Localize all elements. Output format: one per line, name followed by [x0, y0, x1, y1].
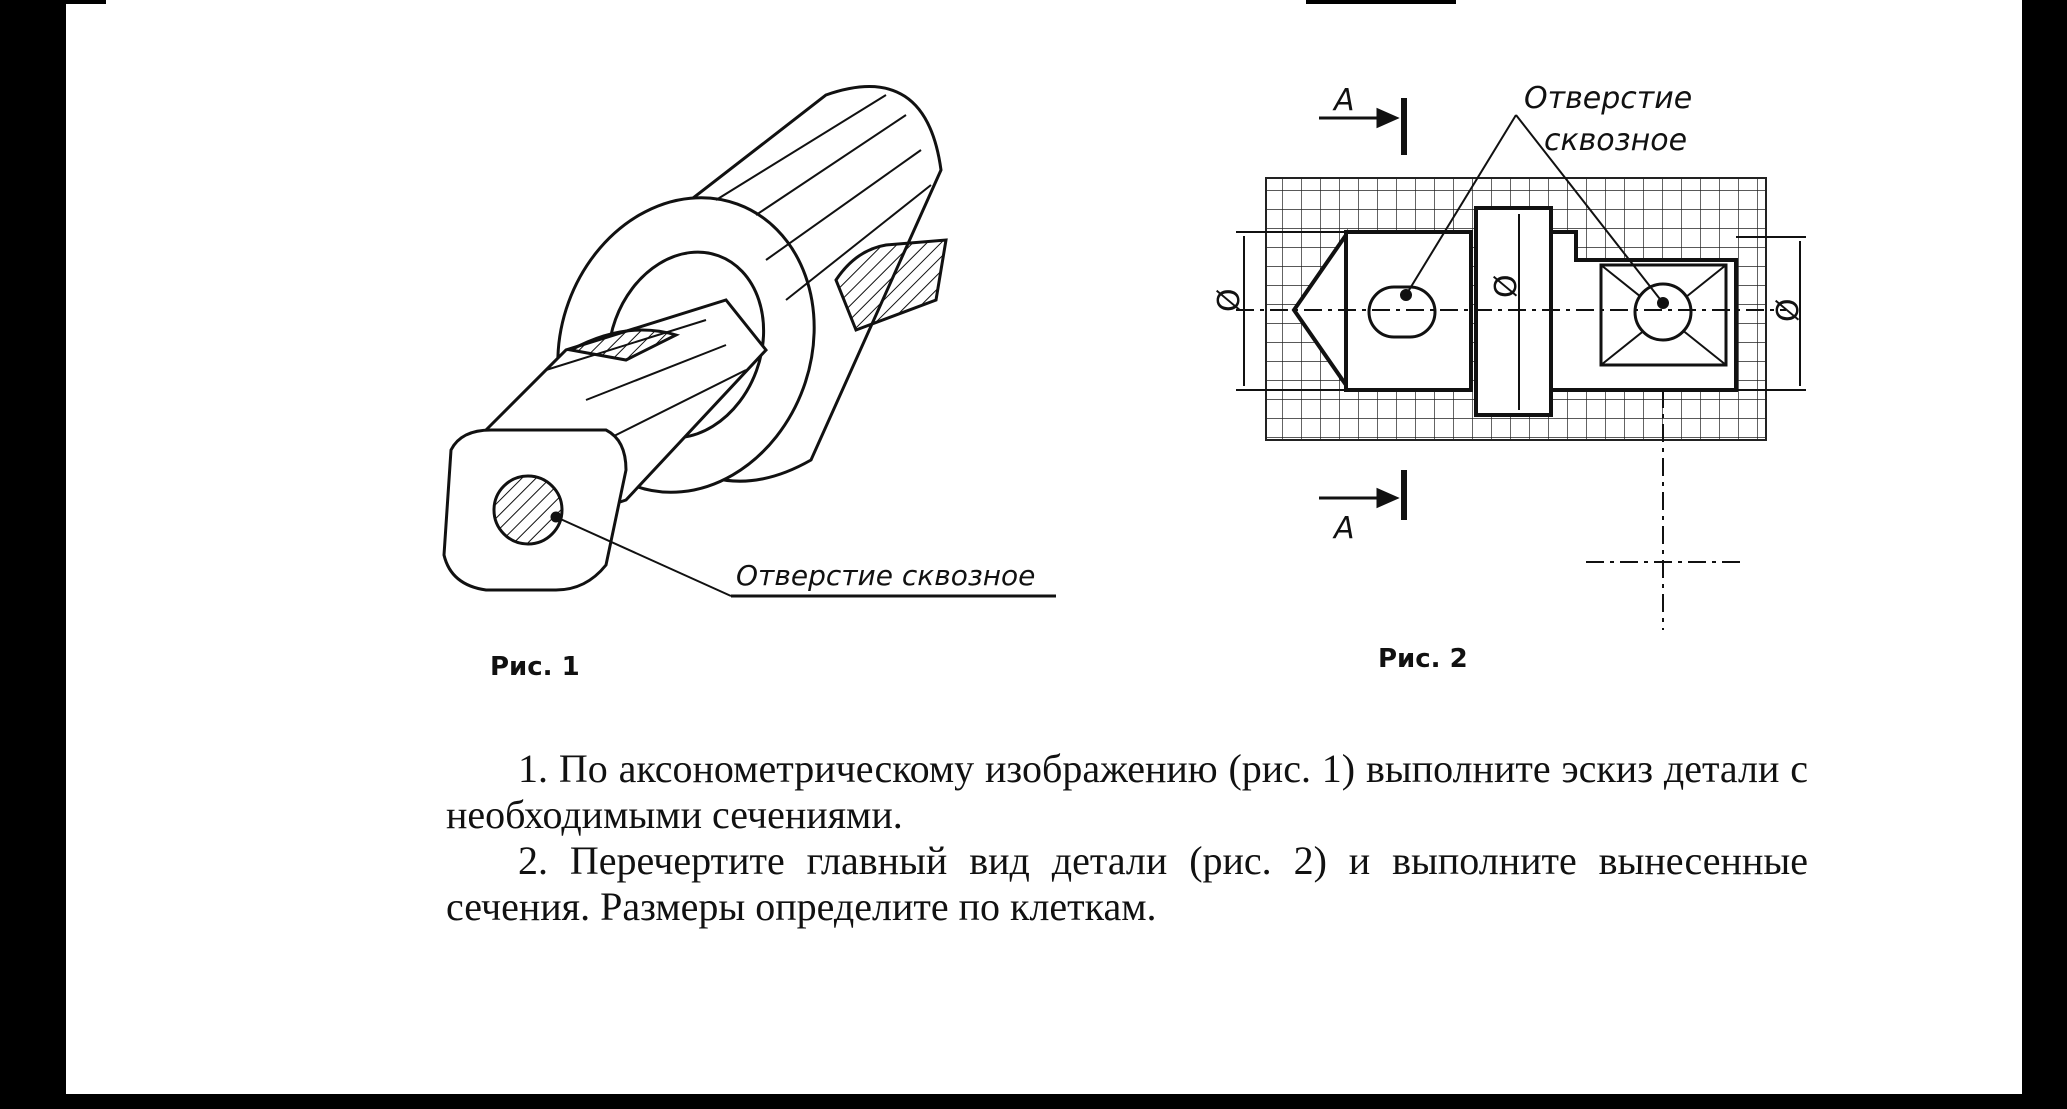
section-letter-top: А	[1332, 83, 1355, 118]
section-arrows	[1319, 98, 1407, 520]
section-letter-bottom: А	[1332, 511, 1355, 546]
figure-1-caption: Рис. 1	[490, 652, 580, 682]
diameter-symbol-middle: Ø	[1489, 274, 1524, 298]
top-edge-mark-left	[66, 0, 106, 4]
shaft-drawing	[442, 85, 1056, 598]
task-1-text: 1. По аксонометрическому изображению (ри…	[446, 746, 1808, 837]
diameter-symbol-left: Ø	[1212, 288, 1247, 312]
figure-2-caption: Рис. 2	[1378, 644, 1468, 674]
task-2-text: 2. Перечертите главный вид детали (рис. …	[446, 838, 1808, 929]
figure-2-hole-label-line2: сквозное	[1544, 123, 1687, 158]
top-edge-mark-center	[1306, 0, 1456, 4]
figure-2-hole-label-line1: Отверстие	[1524, 81, 1692, 116]
figure-1-axonometric: Отверстие сквозное	[442, 85, 1056, 598]
center-and-dimension-lines	[1236, 114, 1806, 630]
page-sheet: Отверстие сквозное	[66, 0, 2022, 1094]
figure-2-front-view: А А Отверстие сквозное Ø Ø Ø	[1212, 81, 1806, 630]
diameter-symbol-right: Ø	[1771, 298, 1806, 322]
figure-1-hole-label: Отверстие сквозное	[736, 559, 1035, 592]
